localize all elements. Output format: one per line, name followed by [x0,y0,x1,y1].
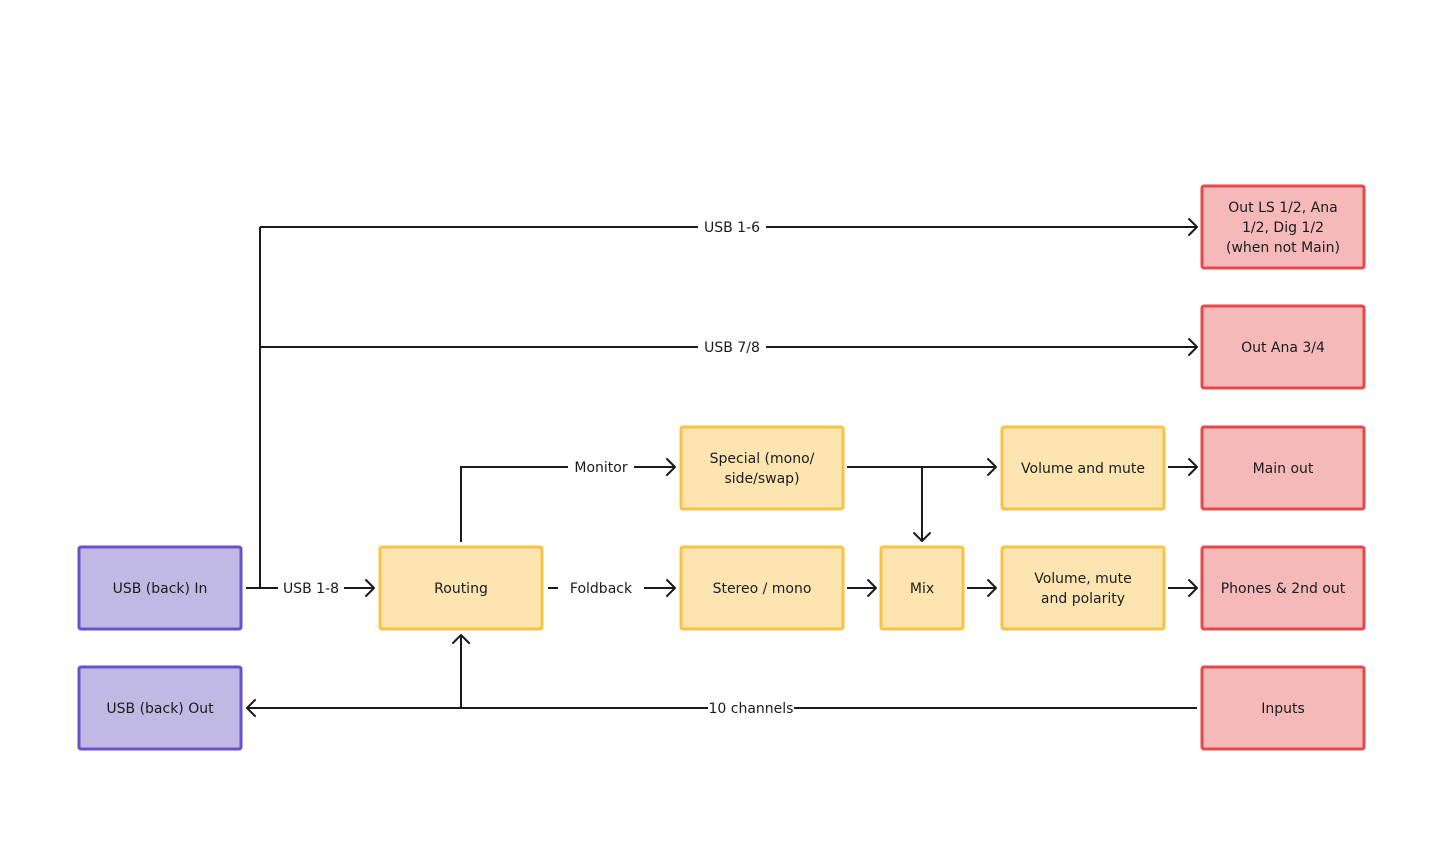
arrowhead-special [666,458,676,476]
node-label-line: Stereo / mono [713,581,812,597]
node-label-line: Mix [910,581,934,597]
node-label-line: Out LS 1/2, Ana [1228,200,1337,216]
arrowhead-usb-out [246,699,256,717]
stereo-mono-node: Stereo / mono [679,545,845,631]
svg-text:Volume and mute: Volume and mute [1021,461,1145,477]
node-label-line: and polarity [1041,591,1125,607]
routing-node: Routing [378,545,544,631]
svg-text:USB (back) Out: USB (back) Out [106,701,214,717]
arrowhead-phones [1188,579,1198,597]
usb-in-trunk-wire [246,227,261,589]
node-label-line: Inputs [1261,701,1305,717]
arrowhead-volume-polarity [987,579,997,597]
edge-label-10-channels: 10 channels [709,701,794,717]
node-label-line: (when not Main) [1226,240,1340,256]
node-label-line: USB (back) Out [106,701,214,717]
svg-text:Inputs: Inputs [1261,701,1305,717]
svg-text:Mix: Mix [910,581,934,597]
svg-text:Stereo / mono: Stereo / mono [713,581,812,597]
svg-text:USB (back) In: USB (back) In [113,581,208,597]
node-label-line: Special (mono/ [710,451,815,467]
nodes: USB (back) In USB (back) Out Routing Spe… [77,184,1366,751]
main-out-node: Main out [1200,425,1366,511]
arrowhead-out-ana [1188,338,1198,356]
arrowhead-mix-top [913,532,931,542]
svg-text:Routing: Routing [434,581,488,597]
edge-label-usb-1-6: USB 1-6 [704,220,760,236]
volume-and-mute-node: Volume and mute [1000,425,1166,511]
svg-text:Main out: Main out [1253,461,1314,477]
mix-node: Mix [879,545,965,631]
arrowhead-routing-bottom [452,634,470,644]
arrowhead-main-out [1188,458,1198,476]
usb-back-out-node: USB (back) Out [77,665,243,751]
node-label-line: Phones & 2nd out [1221,581,1346,597]
node-label-line: Routing [434,581,488,597]
node-label-line: 1/2, Dig 1/2 [1242,220,1324,236]
arrowheads [246,218,1198,717]
edge-label-usb-1-8: USB 1-8 [283,581,339,597]
node-label-line: Volume and mute [1021,461,1145,477]
edge-label-usb-7-8: USB 7/8 [704,340,760,356]
arrowhead-out-ls [1188,218,1198,236]
arrowhead-stereo-mono [666,579,676,597]
out-ls-node: Out LS 1/2, Ana 1/2, Dig 1/2 (when not Mai… [1200,184,1366,270]
edge-labels: USB 1-6 USB 7/8 USB 1-8 Monitor Foldback… [278,216,794,719]
edge-label-monitor: Monitor [574,460,627,476]
svg-text:Phones & 2nd out: Phones & 2nd out [1221,581,1346,597]
node-label-line: side/swap) [724,471,799,487]
volume-mute-polarity-node: Volume, mute and polarity [1000,545,1166,631]
svg-text:Out Ana 3/4: Out Ana 3/4 [1241,340,1325,356]
special-node: Special (mono/side/swap) [679,425,845,511]
phones-2nd-out-node: Phones & 2nd out [1200,545,1366,631]
monitor-wire [460,466,675,542]
node-label-line: Out Ana 3/4 [1241,340,1325,356]
arrowhead-volume-mute [987,458,997,476]
usb-back-in-node: USB (back) In [77,545,243,631]
node-label-line: Main out [1253,461,1314,477]
svg-text:Special (mono/side/swap): Special (mono/side/swap) [710,451,815,487]
arrowhead-mix [867,579,877,597]
edge-label-foldback: Foldback [570,581,633,597]
node-label-line: Volume, mute [1034,571,1132,587]
inputs-node: Inputs [1200,665,1366,751]
node-label-line: USB (back) In [113,581,208,597]
arrowhead-routing [365,579,375,597]
out-ana-3-4-node: Out Ana 3/4 [1200,304,1366,390]
